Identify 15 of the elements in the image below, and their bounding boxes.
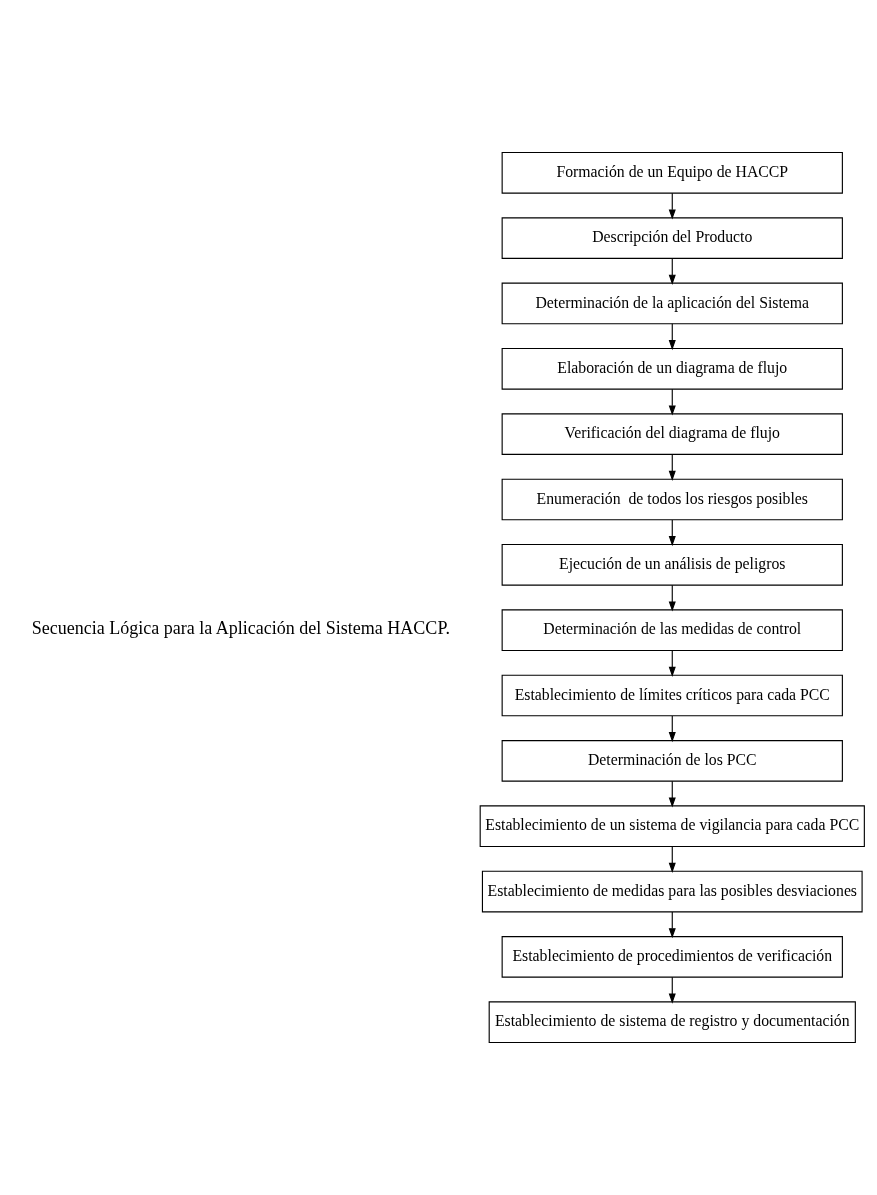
node-box: Determinación de las medidas de control bbox=[501, 609, 843, 651]
node-box: Descripción del Producto bbox=[501, 217, 843, 259]
node-box: Establecimiento de sistema de registro y documentación bbox=[488, 1001, 856, 1044]
node-box: Enumeración de todos los riesgos posibles bbox=[501, 478, 843, 521]
node-box: Establecimiento de procedimientos de verificación bbox=[501, 936, 843, 978]
node-box: Determinación de la aplicación del Sistema bbox=[501, 282, 843, 325]
node-box: Establecimiento de límites críticos para cada PCC bbox=[501, 674, 843, 717]
node-box: Determinación de los PCC bbox=[501, 740, 843, 782]
node-box: Verificación del diagrama de flujo bbox=[501, 413, 843, 455]
node-box: Elaboración de un diagrama de flujo bbox=[501, 347, 843, 390]
node-box: Ejecución de un análisis de peligros bbox=[501, 544, 843, 586]
node-box: Establecimiento de un sistema de vigilancia para cada PCC bbox=[479, 805, 865, 848]
label: Secuencia Lógica para la Aplicación del Sistema HACCP. bbox=[31, 618, 450, 639]
node-box: Formación de un Equipo de HACCP bbox=[501, 151, 843, 194]
node-box: Establecimiento de medidas para las posibles desviaciones bbox=[481, 870, 863, 913]
